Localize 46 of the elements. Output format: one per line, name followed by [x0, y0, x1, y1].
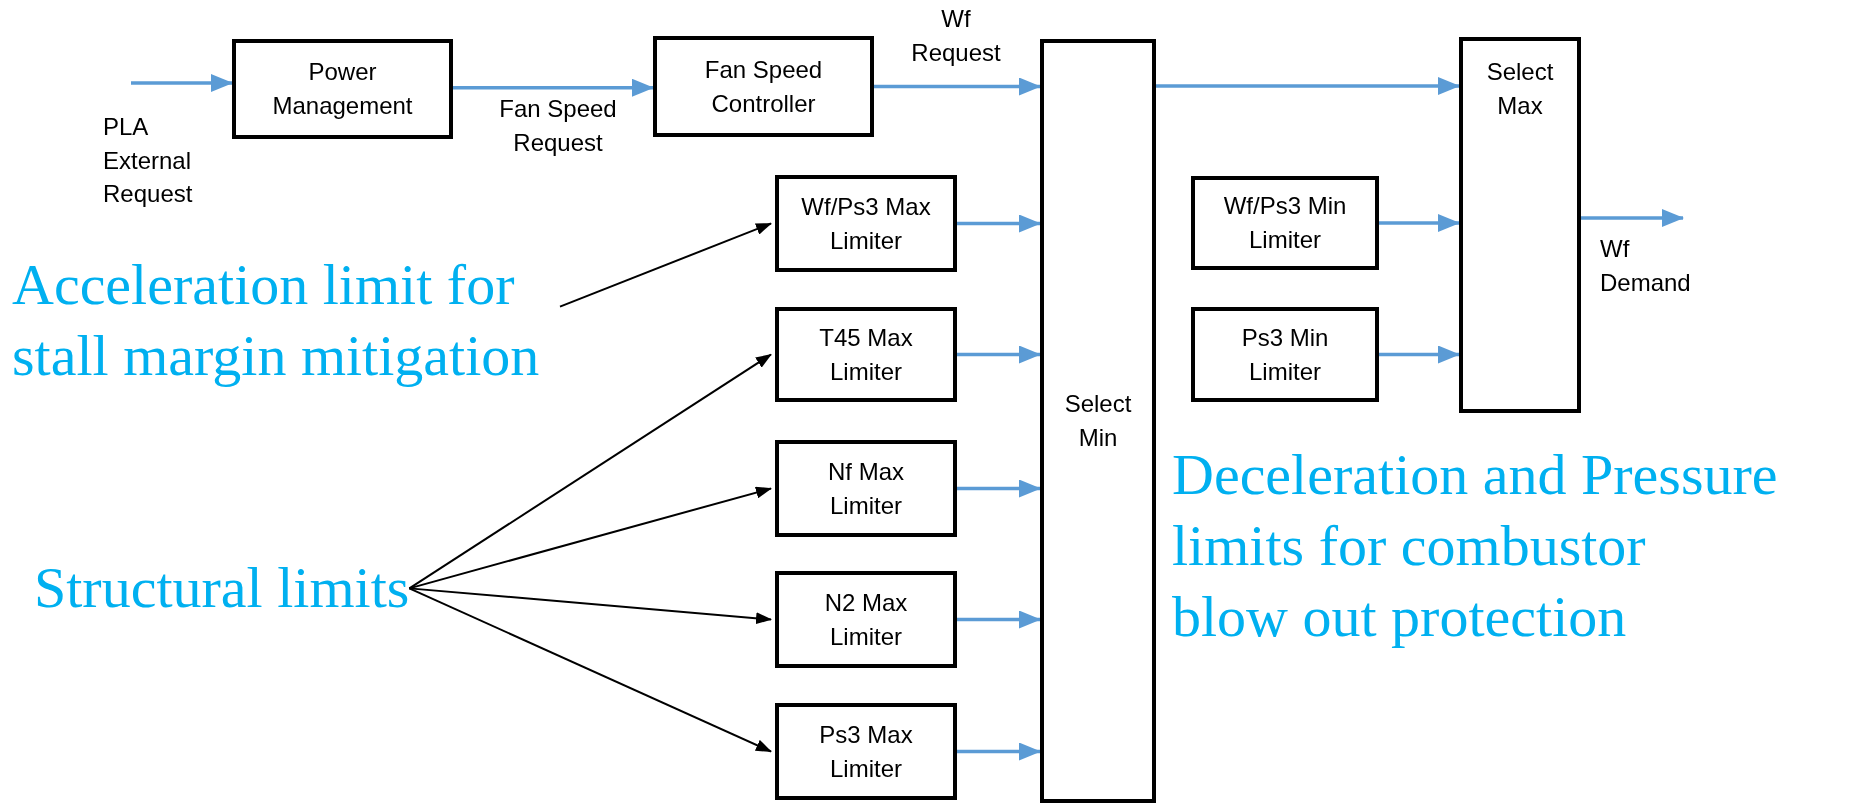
block-label: Power Management: [271, 57, 414, 121]
signal-arrow: [957, 610, 1041, 629]
annotation-text: Structural limits: [34, 554, 410, 622]
block-box: [1191, 176, 1379, 270]
block-box: [1459, 37, 1581, 413]
block-label: T45 Max Limiter: [818, 322, 914, 387]
block-box: [775, 307, 957, 402]
signal-arrow: [957, 479, 1041, 498]
block-label: Fan Speed Controller: [703, 54, 824, 119]
signal-arrow: [1156, 77, 1460, 95]
block-box: [1191, 307, 1379, 402]
signal-arrow: [957, 345, 1041, 364]
signal-arrow: [874, 77, 1041, 96]
edge-label: Fan Speed Request: [499, 95, 617, 156]
edge-label: PLA External Request: [103, 113, 193, 208]
pointer-arrow: [559, 222, 772, 308]
signal-arrow: [957, 214, 1041, 233]
block-label: Nf Max Limiter: [827, 456, 905, 521]
block-label: N2 Max Limiter: [823, 587, 909, 652]
signal-arrow: [453, 78, 654, 97]
block-box: [775, 703, 957, 800]
pointer-arrow: [408, 486, 772, 590]
block-label: Select Max: [1485, 57, 1555, 121]
block-box: [232, 39, 453, 139]
block-box: [775, 440, 957, 537]
block-box: [775, 175, 957, 272]
signal-arrow: [957, 742, 1041, 761]
signal-arrow: [1581, 209, 1684, 227]
block-label: Wf/Ps3 Min Limiter: [1222, 191, 1348, 255]
edge-label: Wf Demand: [1600, 235, 1691, 296]
block-label: Ps3 Max Limiter: [818, 719, 914, 784]
signal-arrow: [131, 74, 233, 92]
edge-label: Wf Request: [911, 5, 1001, 66]
block-label: Wf/Ps3 Max Limiter: [800, 191, 932, 256]
block-label: Select Min: [1063, 389, 1133, 453]
block-box: [653, 36, 874, 137]
pointer-arrow: [408, 587, 772, 753]
pointer-arrow: [408, 587, 772, 625]
annotation-text: Deceleration and Pressure limits for combustor blow out protection: [1172, 441, 1779, 651]
block-box: [775, 571, 957, 668]
annotation-text: Acceleration limit for stall margin mitigation: [12, 251, 541, 390]
signal-arrow: [1379, 214, 1460, 232]
block-label: Ps3 Min Limiter: [1240, 322, 1330, 387]
block-box: [1040, 39, 1156, 803]
signal-arrow: [1379, 345, 1460, 364]
pointer-arrow: [408, 353, 772, 590]
